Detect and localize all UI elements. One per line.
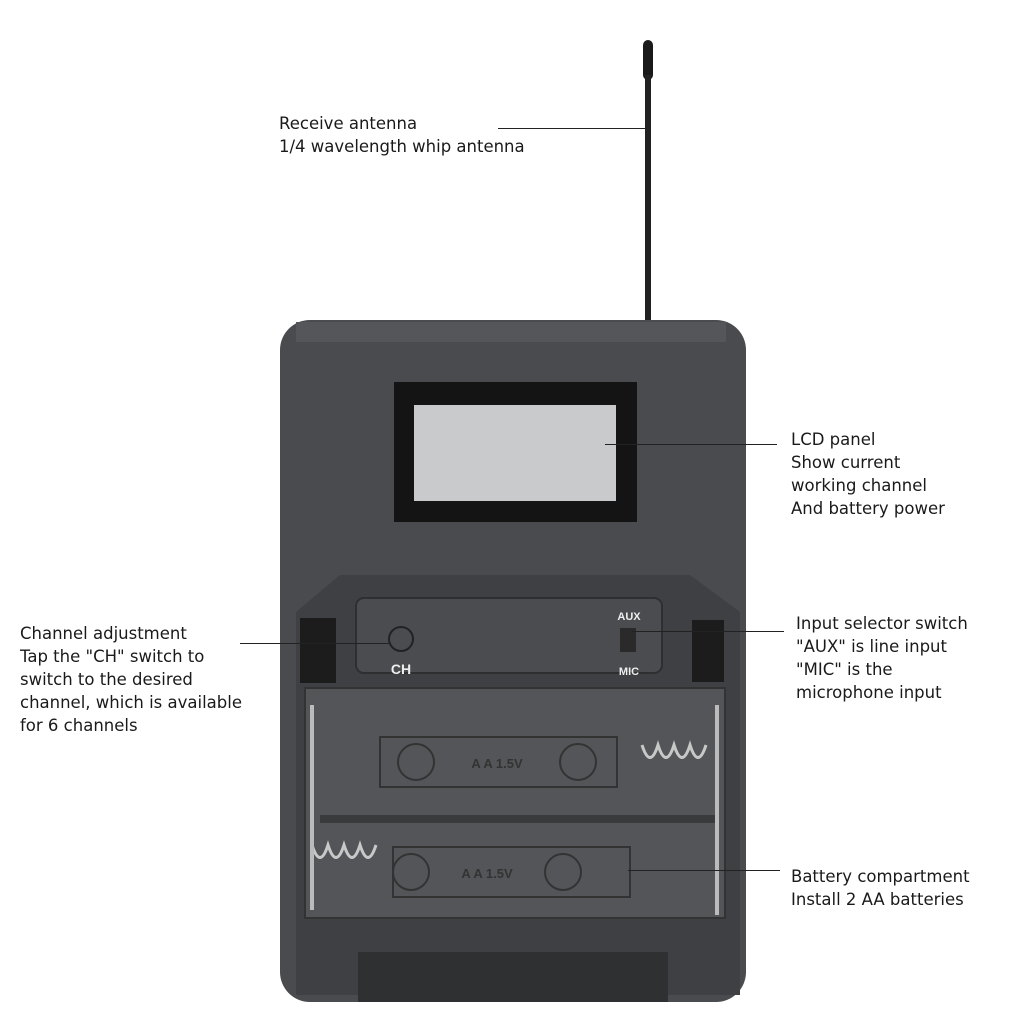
channel-leader-line: [240, 643, 390, 644]
callout-line: Input selector switch: [796, 614, 968, 633]
callout-line: channel, which is available: [20, 693, 242, 712]
callout-line: microphone input: [796, 683, 942, 702]
callout-line: "AUX" is line input: [796, 637, 947, 656]
callout-line: "MIC" is the: [796, 660, 893, 679]
ch-button[interactable]: [388, 626, 414, 652]
input-leader-line: [632, 631, 784, 632]
antenna-callout: Receive antenna 1/4 wavelength whip ante…: [279, 112, 525, 158]
callout-line: working channel: [791, 476, 927, 495]
aux-mic-switch[interactable]: [620, 628, 636, 652]
battery-marking-bottom: A A 1.5V: [461, 866, 513, 881]
antenna: [645, 75, 651, 325]
mic-label: MIC: [619, 666, 639, 678]
lcd-panel: [414, 405, 616, 501]
battery-compartment: [304, 687, 726, 919]
callout-line: Tap the "CH" switch to: [20, 647, 205, 666]
battery-callout: Battery compartment Install 2 AA batteri…: [791, 865, 970, 911]
input-callout: Input selector switch "AUX" is line inpu…: [796, 612, 968, 704]
lcd-leader-line: [605, 444, 777, 445]
callout-line: Receive antenna: [279, 114, 418, 133]
callout-line: Install 2 AA batteries: [791, 890, 964, 909]
antenna-leader-line: [498, 128, 646, 129]
callout-line: switch to the desired: [20, 670, 193, 689]
battery-leader-line: [628, 870, 780, 871]
belt-clip: [358, 952, 668, 1002]
ch-label: CH: [391, 661, 411, 677]
callout-line: Channel adjustment: [20, 624, 187, 643]
callout-line: LCD panel: [791, 430, 876, 449]
antenna-tip: [643, 40, 653, 80]
callout-line: for 6 channels: [20, 716, 138, 735]
callout-line: Battery compartment: [791, 867, 970, 886]
control-panel: [355, 597, 663, 674]
aux-label: AUX: [617, 611, 641, 623]
callout-line: 1/4 wavelength whip antenna: [279, 137, 525, 156]
battery-spring-icon: [310, 740, 708, 859]
callout-line: And battery power: [791, 499, 945, 518]
channel-callout: Channel adjustment Tap the "CH" switch t…: [20, 622, 242, 737]
battery-marking-top: A A 1.5V: [471, 756, 523, 771]
lcd-callout: LCD panel Show current working channel A…: [791, 428, 945, 520]
callout-line: Show current: [791, 453, 901, 472]
